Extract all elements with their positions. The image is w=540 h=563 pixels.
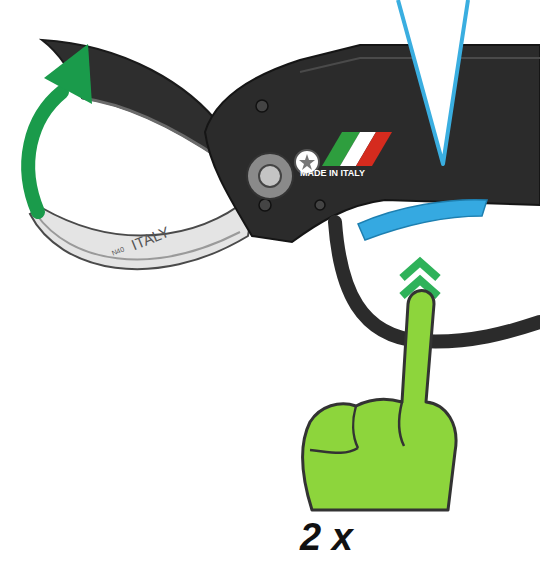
- blade-marking: N40: [111, 245, 126, 256]
- callout-pointer: [398, 0, 468, 164]
- pivot-center: [259, 165, 281, 187]
- screw: [259, 199, 271, 211]
- upper-blade: [42, 40, 222, 160]
- pivot-nut: [247, 153, 293, 199]
- blade-bevel: [36, 214, 240, 259]
- switch: [315, 200, 325, 210]
- flag-red: [356, 132, 392, 166]
- repeat-count: 2 x: [300, 518, 353, 556]
- arrow-head: [44, 44, 92, 104]
- screw: [256, 100, 268, 112]
- trigger: [358, 200, 487, 240]
- star-symbol: [299, 154, 315, 170]
- rotation-arrow: [28, 92, 62, 212]
- lower-blade: [30, 192, 255, 269]
- blade-edge: [82, 98, 222, 160]
- blade-marking: ITALY: [129, 224, 171, 253]
- tool-body: [205, 45, 540, 242]
- badge-text: MADE IN ITALY: [300, 169, 365, 178]
- hand-knuckles: [310, 402, 404, 453]
- pressing-hand: [303, 291, 456, 511]
